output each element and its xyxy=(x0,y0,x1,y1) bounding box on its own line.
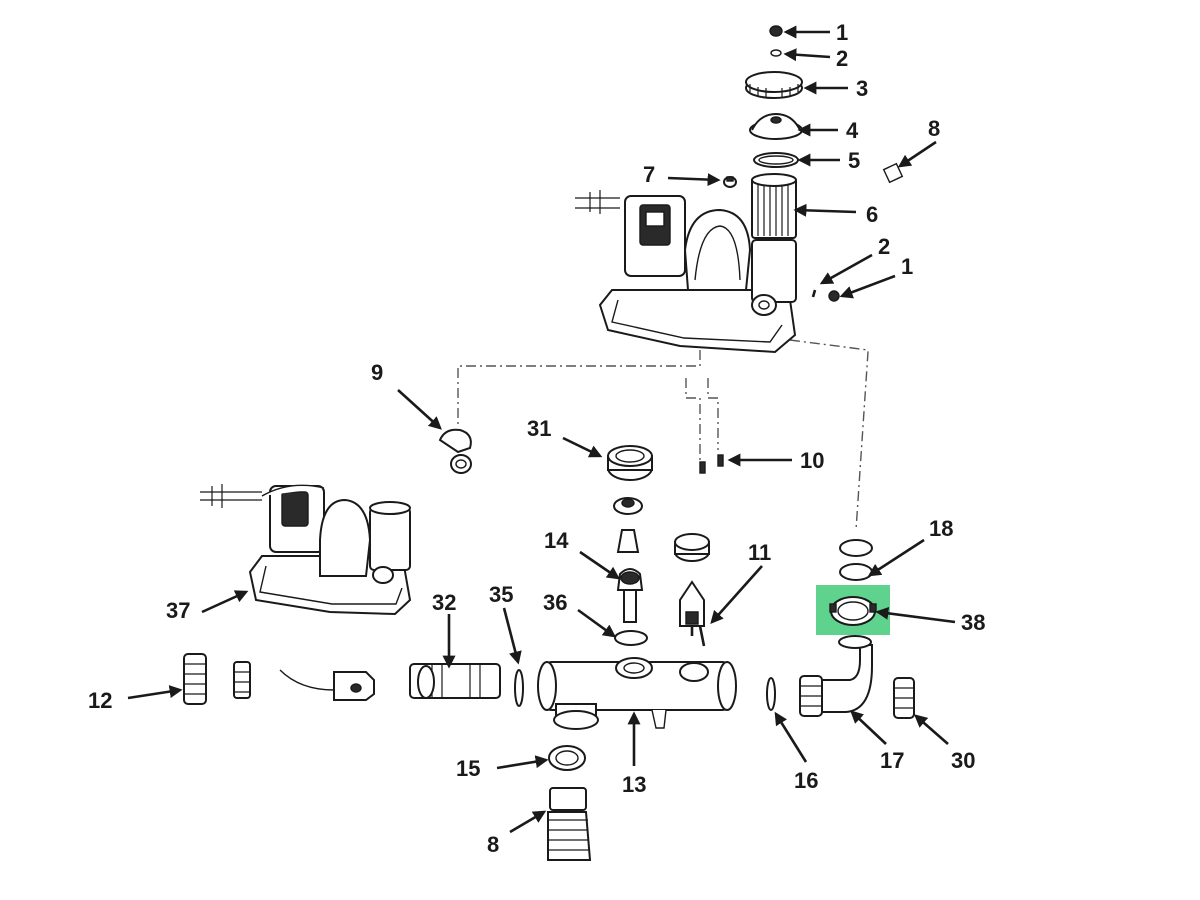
part-16-oring xyxy=(766,677,776,711)
lower-hose xyxy=(547,787,592,861)
callout-35: 35 xyxy=(489,582,513,607)
callout-5: 5 xyxy=(848,148,860,173)
callout-13: 13 xyxy=(622,772,646,797)
callout-12: 12 xyxy=(88,688,112,713)
part-10-screws xyxy=(699,454,724,474)
callout-2-top: 2 xyxy=(836,46,848,71)
assembly-guide-lines xyxy=(457,339,869,531)
callout-3: 3 xyxy=(856,76,868,101)
callout-7: 7 xyxy=(643,162,655,187)
callout-32: 32 xyxy=(432,590,456,615)
part-35-oring xyxy=(514,669,524,707)
part-13-housing xyxy=(537,657,737,730)
upper-hose xyxy=(799,173,896,197)
part-14-valve xyxy=(613,497,644,623)
part-31-nut xyxy=(607,445,653,481)
callout-1-top: 1 xyxy=(836,20,848,45)
part-37-unit xyxy=(200,484,412,616)
callout-15: 15 xyxy=(456,756,480,781)
callout-37: 37 xyxy=(166,598,190,623)
callout-8-top: 8 xyxy=(928,116,940,141)
callout-16: 16 xyxy=(794,768,818,793)
callout-11: 11 xyxy=(748,540,771,565)
top-pump-assembly xyxy=(575,190,797,354)
part-11-electrode xyxy=(674,533,710,647)
callout-4: 4 xyxy=(846,118,859,143)
part-18-oring-b xyxy=(839,563,873,581)
callout-36: 36 xyxy=(543,590,567,615)
callout-30: 30 xyxy=(951,748,975,773)
part-17-elbow xyxy=(799,635,873,717)
callout-1-side: 1 xyxy=(901,254,913,279)
part-32-cell xyxy=(409,663,501,699)
callout-17: 17 xyxy=(880,748,904,773)
callout-31: 31 xyxy=(527,416,551,441)
part-30-nut xyxy=(893,677,915,719)
callout-9: 9 xyxy=(371,360,383,385)
callout-18: 18 xyxy=(929,516,953,541)
filter-cartridge xyxy=(751,173,797,239)
power-cord-plug xyxy=(279,669,375,701)
part-12-nut xyxy=(183,653,251,705)
callout-labels: 1 2 3 4 5 8 7 6 2 1 9 31 10 18 14 11 37 … xyxy=(88,20,985,857)
part-9-clamp xyxy=(438,428,472,474)
leader-arrows xyxy=(127,25,956,834)
part-38-highlight xyxy=(816,585,890,635)
callout-8-bottom: 8 xyxy=(487,832,499,857)
callout-38: 38 xyxy=(961,610,985,635)
callout-14: 14 xyxy=(544,528,569,553)
callout-6: 6 xyxy=(866,202,878,227)
part-36-oring xyxy=(614,630,648,646)
callout-10: 10 xyxy=(800,448,824,473)
part-18-oring-a xyxy=(839,539,873,557)
callout-2-side: 2 xyxy=(878,234,890,259)
